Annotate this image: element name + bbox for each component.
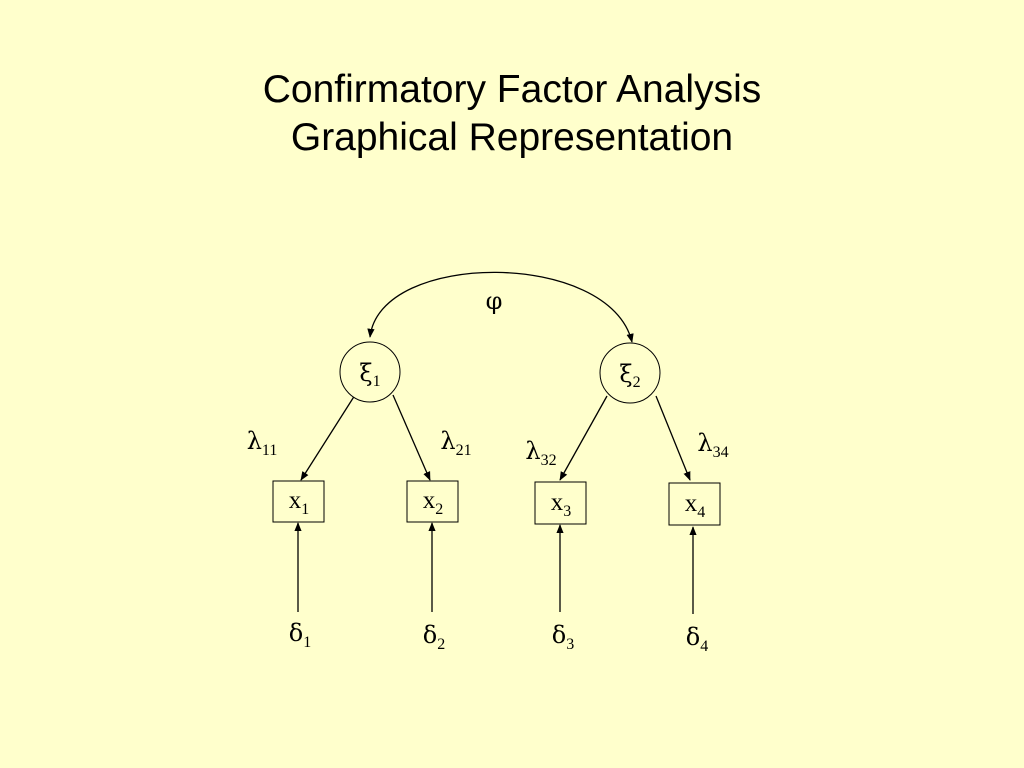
loading-label-34: λ34	[697, 429, 728, 461]
slide-title: Confirmatory Factor Analysis Graphical R…	[0, 66, 1024, 162]
covariance-arc	[367, 271, 634, 343]
loading-label-32: λ32	[525, 437, 556, 469]
covariance-label-phi: φ	[486, 287, 503, 315]
svg-text:x3: x3	[551, 489, 572, 520]
loading-label-11: λ11	[247, 427, 278, 459]
error-label-3: δ3	[552, 621, 574, 653]
loading-label-21: λ21	[440, 427, 471, 459]
indicator-box-x2: x2	[406, 480, 459, 523]
error-label-2: δ2	[423, 621, 445, 653]
factor-node-xi-2: ξ2	[599, 342, 661, 404]
loading-path-1	[300, 394, 356, 481]
svg-text:ξ2: ξ2	[619, 360, 640, 391]
title-line-2: Graphical Representation	[290, 116, 734, 159]
svg-text:x2: x2	[423, 487, 444, 518]
indicator-box-x4: x4	[668, 482, 721, 526]
error-label-1: δ1	[289, 619, 311, 651]
loading-path-2	[392, 394, 431, 481]
indicator-box-x3: x3	[534, 481, 587, 525]
title-line-1: Confirmatory Factor Analysis	[262, 68, 762, 111]
loading-path-4	[655, 395, 691, 481]
svg-text:ξ1: ξ1	[359, 359, 380, 390]
svg-text:x4: x4	[685, 490, 706, 521]
loading-path-3	[559, 395, 608, 481]
error-label-4: δ4	[686, 623, 708, 655]
factor-node-xi-1: ξ1	[339, 341, 401, 403]
svg-text:x1: x1	[289, 487, 310, 518]
indicator-box-x1: x1	[272, 480, 325, 523]
